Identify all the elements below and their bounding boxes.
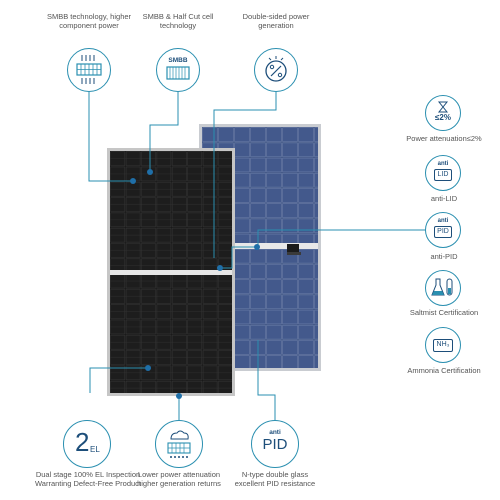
- feature-label-double-sided: Double-sided power generation: [242, 12, 310, 30]
- flask-test-tube-icon: [431, 278, 453, 296]
- ntype-icon-text: PID: [262, 436, 288, 453]
- connector-lines: [88, 92, 440, 421]
- ntype-icon-top: anti: [269, 429, 281, 436]
- feature-circle-smbb-power: [67, 48, 111, 92]
- feature-label-el-inspection: Dual stage 100% EL Inspection Warranting…: [34, 470, 141, 488]
- feature-label-saltmist: Saltmist Certification: [409, 308, 479, 317]
- feature-label-smbb-power: SMBB technology, higher component power: [46, 12, 132, 30]
- feature-label-lower-attenuation: Lower power attenuation higher generatio…: [137, 470, 221, 488]
- solar-cell-arrows-icon: [76, 55, 102, 84]
- smbb-cell-icon: [166, 66, 190, 80]
- hourglass-icon: [437, 101, 449, 113]
- feature-circle-el-inspection: 2 EL: [63, 420, 111, 468]
- attenuation-icon-text: ≤2%: [435, 113, 451, 122]
- feature-label-power-attenuation: Power attenuation≤2%: [406, 134, 482, 143]
- anti-lid-icon-text: LID: [437, 171, 449, 178]
- feature-label-anti-lid: anti-LID: [430, 194, 458, 203]
- sun-percent-icon: [265, 56, 287, 82]
- feature-circle-ntype-glass: anti PID: [251, 420, 299, 468]
- feature-label-anti-pid: anti-PID: [430, 252, 458, 261]
- junction-box: [287, 244, 299, 253]
- feature-label-ntype-glass: N-type double glass excellent PID resist…: [234, 470, 316, 488]
- feature-label-ammonia: Ammonia Certification: [407, 366, 481, 375]
- connector-dots: [130, 169, 260, 399]
- feature-circle-ammonia: NH₃: [425, 327, 461, 363]
- front-panel: [107, 148, 235, 396]
- feature-label-half-cut: SMBB & Half Cut cell technology: [142, 12, 214, 30]
- el-icon-sub: EL: [90, 445, 100, 454]
- anti-lid-icon-top: anti: [437, 161, 449, 167]
- anti-pid-icon-top: anti: [437, 218, 449, 224]
- smbb-icon-text: SMBB: [168, 57, 188, 64]
- feature-circle-double-sided: [254, 48, 298, 92]
- el-icon-main: 2: [75, 427, 90, 457]
- feature-circle-anti-lid: anti LID: [425, 155, 461, 191]
- feature-circle-anti-pid: anti PID: [425, 212, 461, 248]
- ammonia-icon-text: NH₃: [436, 341, 450, 348]
- feature-circle-lower-attenuation: [155, 420, 203, 468]
- feature-circle-half-cut: SMBB: [156, 48, 200, 92]
- feature-circle-saltmist: [425, 270, 461, 306]
- cloud-cell-icon: [167, 430, 191, 458]
- feature-circle-power-attenuation: ≤2%: [425, 95, 461, 131]
- anti-pid-icon-text: PID: [437, 228, 449, 235]
